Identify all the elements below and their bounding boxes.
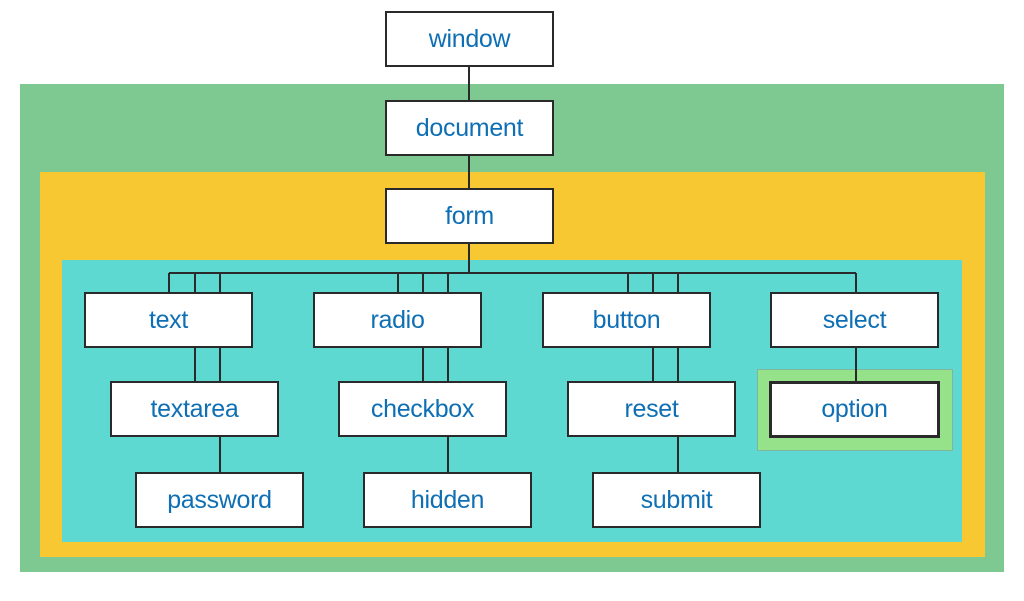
node-select: select bbox=[770, 292, 939, 348]
node-window: window bbox=[385, 11, 554, 67]
node-reset: reset bbox=[567, 381, 736, 437]
node-checkbox: checkbox bbox=[338, 381, 507, 437]
node-submit: submit bbox=[592, 472, 761, 528]
node-document: document bbox=[385, 100, 554, 156]
node-textarea: textarea bbox=[110, 381, 279, 437]
node-button: button bbox=[542, 292, 711, 348]
node-hidden: hidden bbox=[363, 472, 532, 528]
node-radio: radio bbox=[313, 292, 482, 348]
node-password: password bbox=[135, 472, 304, 528]
node-option: option bbox=[769, 381, 940, 438]
node-text: text bbox=[84, 292, 253, 348]
node-form: form bbox=[385, 188, 554, 244]
